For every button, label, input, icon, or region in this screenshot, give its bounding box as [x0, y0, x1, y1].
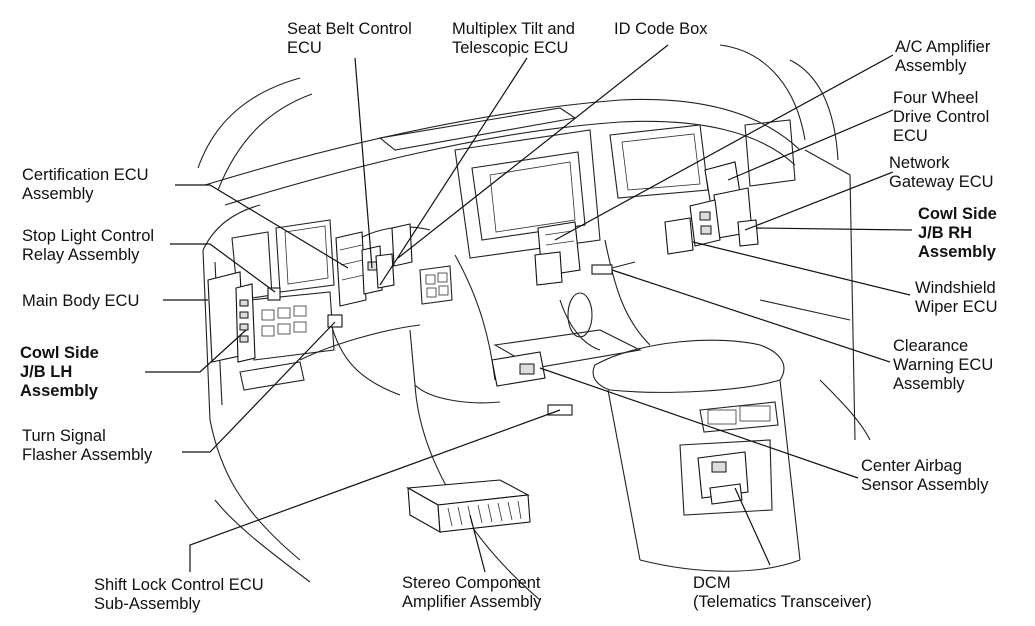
- label-certification-ecu-assembly: Certification ECU Assembly: [22, 166, 153, 203]
- label-ac-amplifier-assembly: A/C Amplifier Assembly: [895, 38, 995, 75]
- turn-signal-flasher-part: [327, 314, 343, 328]
- label-id-code-box: ID Code Box: [614, 20, 708, 38]
- label-cowl-side-jb-rh-assembly: Cowl Side J/B RH Assembly: [918, 205, 1001, 261]
- clearance-warning-part: [591, 264, 613, 275]
- label-cowl-side-jb-lh-assembly: Cowl Side J/B LH Assembly: [20, 344, 103, 400]
- labels: Seat Belt Control ECU Multiplex Tilt and…: [20, 20, 1001, 613]
- label-center-airbag-sensor-assembly: Center Airbag Sensor Assembly: [861, 457, 989, 494]
- stop-light-relay-part: [267, 287, 281, 301]
- label-shift-lock-control-ecu: Shift Lock Control ECU Sub-Assembly: [94, 576, 268, 613]
- label-windshield-wiper-ecu: Windshield Wiper ECU: [915, 279, 1000, 316]
- label-seat-belt-control-ecu: Seat Belt Control ECU: [287, 20, 416, 57]
- id-code-box-part: [391, 223, 413, 267]
- certification-ecu-part: [335, 231, 367, 307]
- label-multiplex-tilt-telescopic-ecu: Multiplex Tilt and Telescopic ECU: [452, 20, 579, 57]
- label-clearance-warning-ecu-assembly: Clearance Warning ECU Assembly: [893, 337, 998, 393]
- label-network-gateway-ecu: Network Gateway ECU: [889, 154, 994, 191]
- leader-lines: [145, 44, 913, 573]
- label-stop-light-control-relay-assembly: Stop Light Control Relay Assembly: [22, 227, 159, 264]
- cowl-side-jb-lh-part: [207, 271, 256, 363]
- label-dcm-telematics-transceiver: DCM (Telematics Transceiver): [693, 574, 872, 611]
- label-turn-signal-flasher-assembly: Turn Signal Flasher Assembly: [22, 427, 153, 464]
- label-main-body-ecu: Main Body ECU: [22, 292, 139, 310]
- center-airbag-sensor-part: [491, 351, 546, 387]
- stereo-amplifier-part: [406, 479, 531, 533]
- label-stereo-component-amplifier-assembly: Stereo Component Amplifier Assembly: [402, 574, 545, 611]
- multiplex-tilt-part: [375, 253, 395, 289]
- ac-amplifier-part: [534, 221, 581, 286]
- four-wheel-drive-ecu-part: [704, 161, 753, 239]
- label-four-wheel-drive-control-ecu: Four Wheel Drive Control ECU: [893, 89, 994, 145]
- dcm-part: [697, 451, 749, 505]
- components: [207, 161, 759, 533]
